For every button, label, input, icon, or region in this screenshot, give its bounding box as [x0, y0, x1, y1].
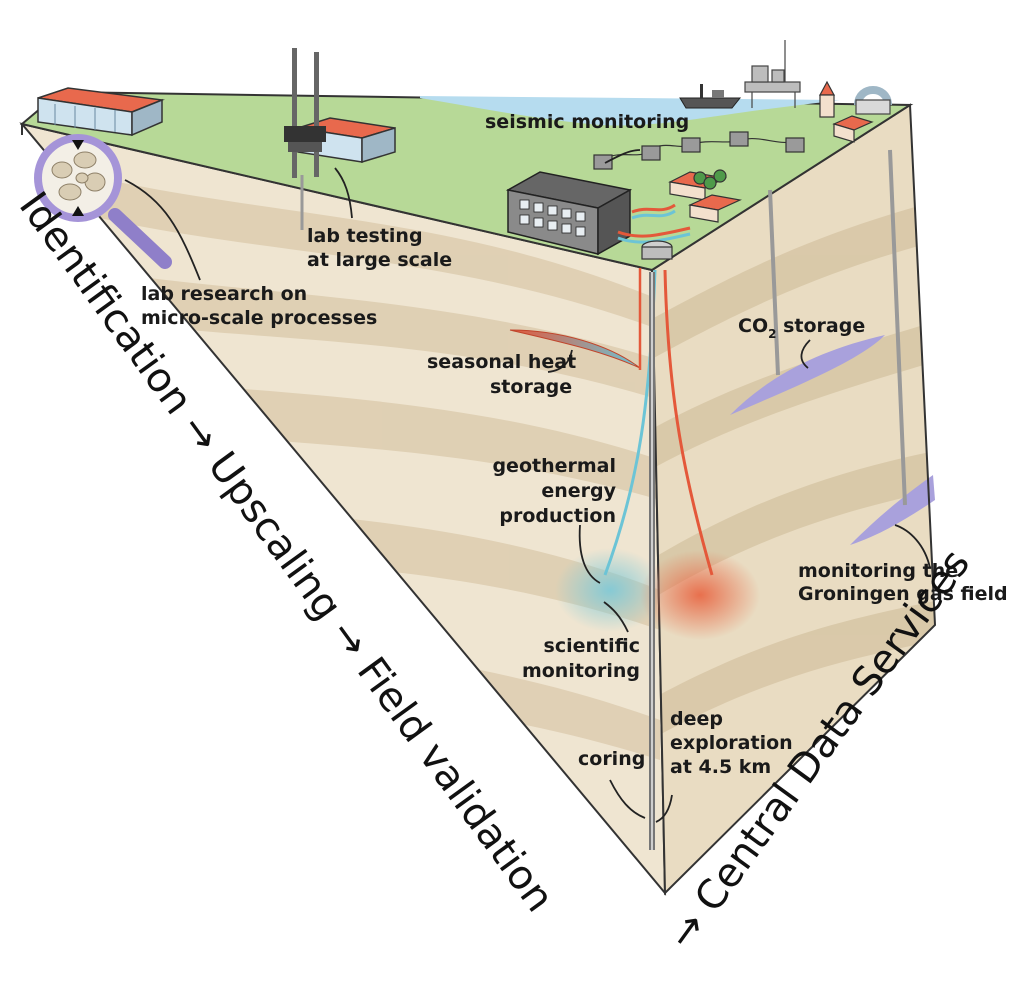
- cold-plume: [555, 548, 665, 632]
- magnifier-icon: [34, 134, 172, 269]
- research-lab-building: [37, 87, 165, 137]
- svg-text:micro-scale processes: micro-scale processes: [141, 307, 377, 329]
- houses: [668, 115, 874, 223]
- svg-text:monitoring the: monitoring the: [798, 560, 958, 582]
- hot-plume: [640, 550, 760, 640]
- svg-text:energy: energy: [541, 480, 616, 502]
- seismic-sensors: [593, 131, 805, 170]
- label-seismic-monitoring: seismic monitoring: [485, 111, 689, 133]
- co2-injection-well: [768, 189, 780, 376]
- svg-text:geothermal: geothermal: [492, 455, 616, 477]
- svg-text:at 4.5 km: at 4.5 km: [670, 756, 771, 778]
- groningen-gas-lens: [850, 475, 935, 545]
- svg-text:seasonal heat: seasonal heat: [427, 351, 576, 373]
- svg-text:lab research on: lab research on: [141, 283, 307, 305]
- svg-text:lab testing: lab testing: [307, 225, 423, 247]
- label-deep-exploration: deep exploration at 4.5 km: [670, 708, 793, 778]
- label-lab-research: lab research on micro-scale processes: [141, 283, 377, 329]
- svg-text:scientific: scientific: [544, 635, 640, 657]
- church-icon: [818, 80, 836, 118]
- label-coring: coring: [578, 748, 645, 770]
- svg-text:at large scale: at large scale: [307, 249, 452, 271]
- co2-storage-lens: [730, 335, 885, 415]
- geothermal-plant: [505, 171, 691, 260]
- label-lab-testing: lab testing at large scale: [307, 225, 452, 271]
- svg-text:production: production: [499, 505, 616, 527]
- boat-icon: [679, 84, 742, 109]
- label-co2-storage: CO2 storage: [738, 315, 865, 341]
- label-groningen: monitoring the Groningen gas field: [798, 560, 1008, 605]
- svg-text:storage: storage: [490, 376, 572, 398]
- label-geothermal-energy: geothermal energy production: [492, 455, 616, 527]
- hall-icon: [854, 86, 892, 115]
- label-seasonal-heat-storage: seasonal heat storage: [427, 351, 576, 398]
- svg-text:Groningen gas field: Groningen gas field: [798, 583, 1008, 605]
- svg-text:deep: deep: [670, 708, 723, 730]
- svg-text:exploration: exploration: [670, 732, 793, 754]
- svg-text:monitoring: monitoring: [522, 660, 640, 682]
- offshore-platform-icon: [744, 40, 801, 108]
- large-scale-test-rig: [284, 48, 396, 178]
- groningen-well: [888, 149, 907, 506]
- annotation-arrows: [124, 149, 931, 823]
- label-scientific-monitoring: scientific monitoring: [522, 635, 640, 682]
